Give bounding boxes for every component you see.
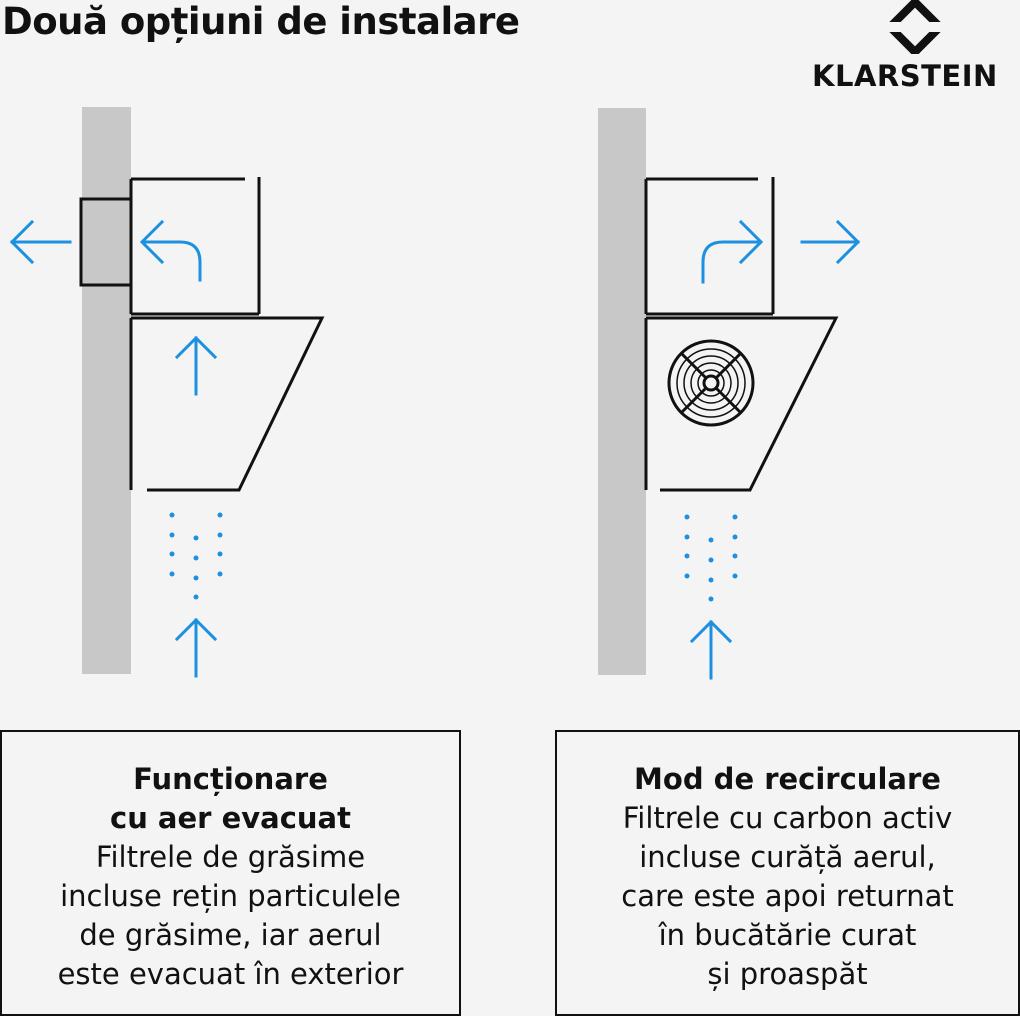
exhaust-body-line-2: incluse rețin particulele (60, 879, 401, 913)
exhaust-out-arrow (9, 219, 72, 265)
installation-diagram (9, 107, 861, 680)
airflow-arrows-left (9, 219, 218, 678)
wall-duct (79, 197, 131, 287)
exhaust-body-line-3: de grăsime, iar aerul (79, 918, 382, 952)
wall-right (598, 108, 646, 675)
curved-up-right-arrow (701, 219, 764, 284)
up-arrow-bottom-right (689, 619, 733, 680)
exhaust-body-line-1: Filtrele de grăsime (95, 840, 366, 874)
recirculation-body-line-5: și proaspăt (707, 957, 868, 991)
recirculation-heading: Mod de recirculare (634, 762, 941, 796)
recirculation-body-line-3: care este apoi returnat (621, 879, 954, 913)
hood-chimney-right (644, 177, 775, 316)
exhaust-heading-line-1: Funcționare (133, 762, 328, 796)
recirculation-body-line-2: incluse curăță aerul, (639, 840, 936, 874)
klarstein-logo-icon (886, 0, 944, 54)
exhaust-mode-description: Funcționare cu aer evacuat Filtrele de g… (0, 730, 461, 1016)
exhaust-heading-line-2: cu aer evacuat (110, 801, 351, 835)
hood-body-right (644, 316, 839, 492)
up-arrow-bottom-left (174, 617, 218, 678)
exhaust-mode-diagram (9, 107, 325, 678)
page-title: Două opțiuni de instalare (2, 0, 520, 43)
recirculation-mode-diagram (598, 108, 861, 680)
hood-chimney-left (129, 177, 261, 316)
wall-left (82, 107, 131, 674)
brand-block: KLARSTEIN (806, 0, 1020, 100)
rising-vapor-dots-left (169, 512, 223, 600)
rising-vapor-dots-right (684, 514, 738, 602)
up-arrow-hood-left (174, 335, 218, 396)
recirculation-body-line-1: Filtrele cu carbon activ (622, 801, 953, 835)
recirculation-mode-description: Mod de recirculare Filtrele cu carbon ac… (555, 730, 1020, 1016)
hood-body-left (129, 316, 325, 492)
airflow-arrows-right (689, 219, 861, 680)
curved-up-left-arrow (139, 219, 202, 282)
carbon-filter-fan-icon (667, 339, 755, 427)
recirculation-body-line-4: în bucătărie curat (658, 918, 917, 952)
return-to-kitchen-arrow (800, 219, 861, 265)
brand-name: KLARSTEIN (812, 59, 998, 93)
exhaust-body-line-4: este evacuat în exterior (57, 957, 404, 991)
